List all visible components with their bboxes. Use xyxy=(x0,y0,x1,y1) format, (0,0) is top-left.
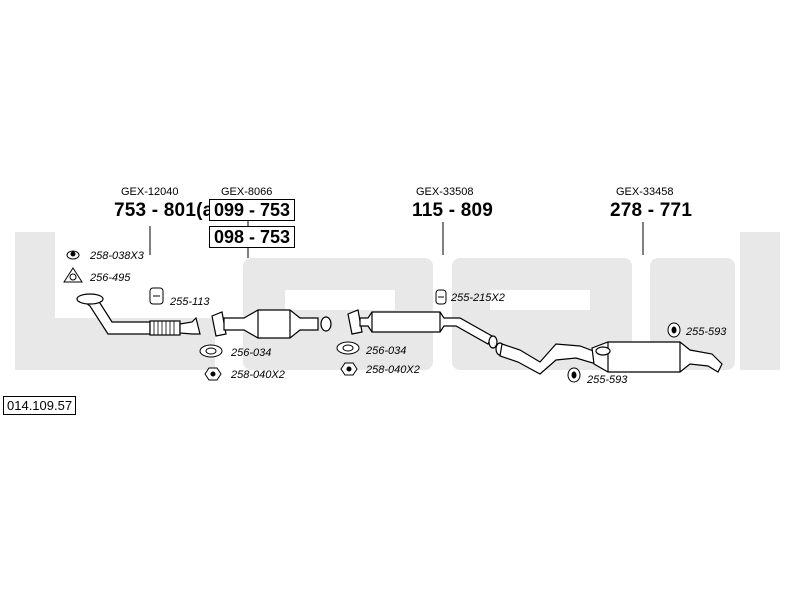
accessory-label: 256-495 xyxy=(90,272,131,284)
accessory-label: 255-593 xyxy=(587,374,628,386)
catalog-code: 014.109.57 xyxy=(3,396,77,415)
assembly-gex-label: GEX-33458 xyxy=(616,186,674,198)
catalytic-converter xyxy=(211,309,332,339)
accessory-label: 256-034 xyxy=(366,345,407,357)
assembly-part-number: 278 - 771 xyxy=(610,200,693,221)
assembly-part-number: 099 - 753 xyxy=(209,199,296,221)
accessory-label: 255-593 xyxy=(686,326,727,338)
assembly-part-number: 753 - 801(a) xyxy=(114,200,220,221)
middle-silencer xyxy=(347,309,498,349)
assembly-gex-label: GEX-8066 xyxy=(221,186,273,198)
assembly-gex-label: GEX-33508 xyxy=(416,186,474,198)
assembly-part-number-alt: 098 - 753 xyxy=(209,226,296,248)
front-pipe xyxy=(76,293,201,336)
accessory-label: 256-034 xyxy=(231,347,272,359)
accessory-label: 255-113 xyxy=(170,296,210,308)
rear-silencer xyxy=(495,341,723,375)
assembly-gex-label: GEX-12040 xyxy=(121,186,179,198)
accessory-label: 255-215X2 xyxy=(451,292,505,304)
accessory-label: 258-040X2 xyxy=(231,369,285,381)
accessory-label: 258-038X3 xyxy=(90,250,144,262)
accessory-label: 258-040X2 xyxy=(366,364,420,376)
assembly-part-number: 115 - 809 xyxy=(412,200,494,221)
